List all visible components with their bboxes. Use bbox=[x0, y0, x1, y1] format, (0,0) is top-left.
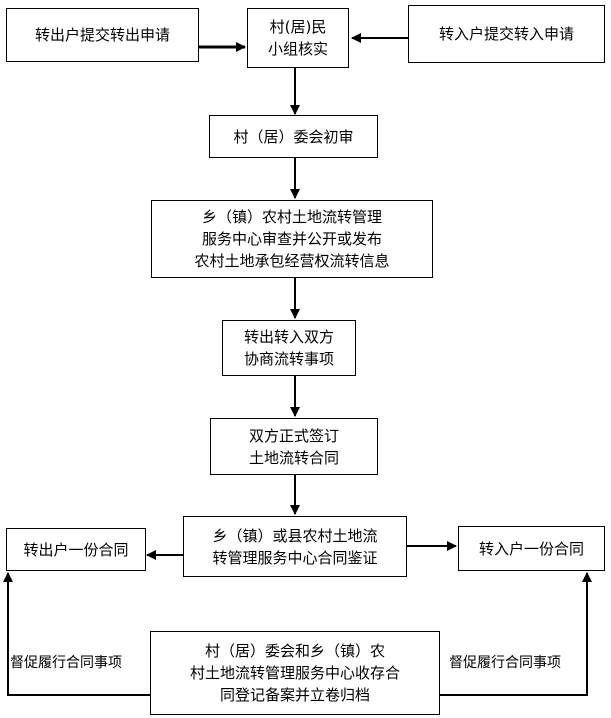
node-verify-contract: 乡（镇）或县农村土地流 转管理服务中心合同鉴证 bbox=[183, 516, 407, 577]
node-in-copy: 转入户一份合同 bbox=[458, 526, 605, 571]
node-out-apply: 转出户提交转出申请 bbox=[6, 8, 199, 62]
edge-label-right: 督促履行合同事项 bbox=[449, 655, 561, 671]
node-group-verify: 村(居)民 小组核实 bbox=[247, 8, 349, 68]
node-text: 农村土地承包经营权流转信息 bbox=[194, 252, 390, 270]
node-text: 双方正式签订 bbox=[248, 426, 339, 445]
node-text: 村（居）委会初审 bbox=[233, 127, 354, 146]
node-sign: 双方正式签订 土地流转合同 bbox=[210, 418, 378, 475]
node-text: 村(居)民 bbox=[269, 18, 327, 36]
node-center-review: 乡（镇）农村土地流转管理 服务中心审查并公开或发布 农村土地承包经营权流转信息 bbox=[151, 200, 433, 278]
edge-label-left: 督促履行合同事项 bbox=[10, 655, 122, 671]
node-text: 协商流转事项 bbox=[243, 350, 334, 368]
node-text: 服务中心审查并公开或发布 bbox=[201, 230, 382, 248]
node-negotiate: 转出转入双方 协商流转事项 bbox=[222, 320, 356, 376]
node-text: 转管理服务中心合同鉴证 bbox=[212, 548, 378, 567]
node-text: 小组核实 bbox=[267, 40, 328, 58]
node-text: 转出转入双方 bbox=[243, 328, 334, 346]
node-text: 乡（镇）农村土地流转管理 bbox=[201, 208, 382, 226]
arrow-archive-to-out-copy bbox=[2, 572, 150, 696]
node-in-apply: 转入户提交转入申请 bbox=[408, 5, 605, 63]
node-text: 村土地流转管理服务中心收存合 bbox=[189, 664, 400, 682]
node-text: 转入户一份合同 bbox=[478, 539, 584, 558]
arrow-archive-to-in-copy bbox=[440, 572, 592, 696]
node-text: 转出户一份合同 bbox=[23, 540, 129, 559]
node-text: 土地流转合同 bbox=[248, 448, 339, 467]
node-out-copy: 转出户一份合同 bbox=[6, 528, 146, 571]
node-text: 转入户提交转入申请 bbox=[438, 25, 574, 43]
node-text: 同登记备案并立卷归档 bbox=[219, 686, 370, 704]
node-text: 乡（镇）或县农村土地流 bbox=[212, 526, 378, 545]
node-text: 转出户提交转出申请 bbox=[34, 26, 170, 44]
node-archive: 村（居）委会和乡（镇）农 村土地流转管理服务中心收存合 同登记备案并立卷归档 bbox=[150, 631, 440, 715]
node-committee-review: 村（居）委会初审 bbox=[209, 115, 378, 158]
node-text: 村（居）委会和乡（镇）农 bbox=[204, 642, 385, 660]
